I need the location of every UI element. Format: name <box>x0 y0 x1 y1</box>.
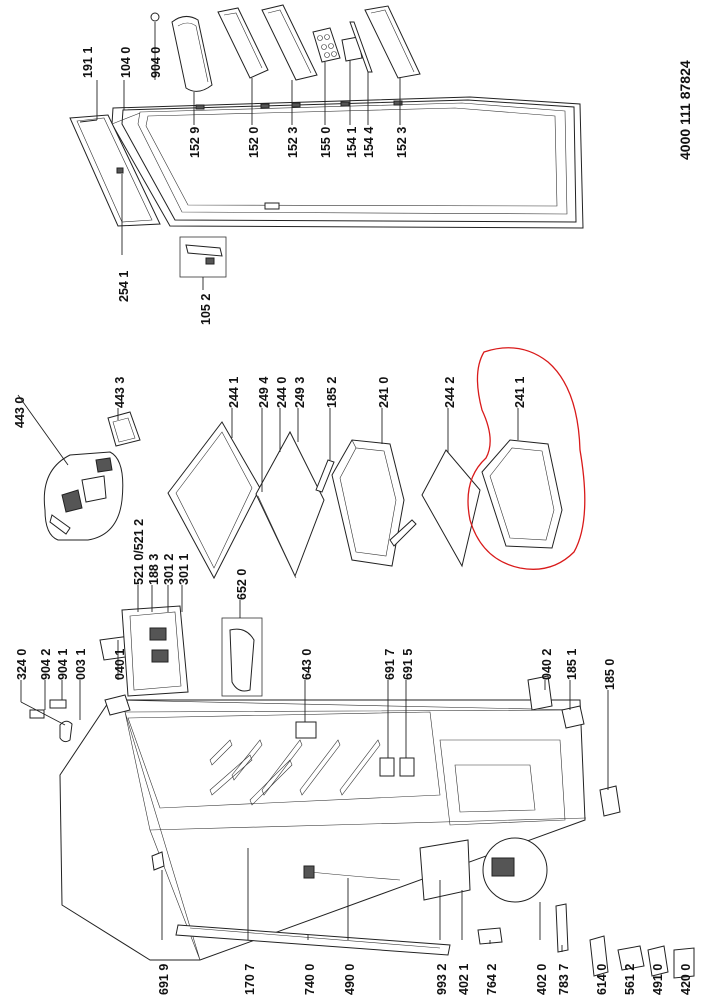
label-643-0: 643 0 <box>300 649 314 680</box>
door-panel-inner <box>121 99 577 223</box>
label-491-0: 491 0 <box>651 964 665 995</box>
label-521-0-521-2: 521 0/521 2 <box>132 519 146 585</box>
label-904-0: 904 0 <box>149 47 163 78</box>
label-185-0: 185 0 <box>603 659 617 690</box>
label-152-9: 152 9 <box>188 127 202 158</box>
label-040-1-a: 040 1 <box>113 649 127 680</box>
label-249-4: 249 4 <box>257 377 271 408</box>
trim-185-2 <box>315 408 335 493</box>
glass-shelf-244-2 <box>421 408 481 568</box>
balcony-152-9 <box>171 16 213 92</box>
label-154-4: 154 4 <box>362 127 376 158</box>
label-740-0: 740 0 <box>303 964 317 995</box>
door-assembly <box>111 96 584 229</box>
part-labels: 191 1 104 0 904 0 152 9 152 0 152 3 155 … <box>13 47 693 995</box>
cabinet-body <box>59 694 587 961</box>
label-241-0: 241 0 <box>377 377 391 408</box>
part-box-652-0 <box>221 600 263 697</box>
label-003-1: 003 1 <box>74 649 88 680</box>
label-691-7: 691 7 <box>383 649 397 680</box>
egg-tray-155-0 <box>312 27 341 63</box>
balcony-152-0 <box>217 7 269 79</box>
hinge-part-105-2 <box>179 236 227 290</box>
label-040-2: 040 2 <box>540 649 554 680</box>
label-185-2: 185 2 <box>325 377 339 408</box>
label-185-1: 185 1 <box>565 649 579 680</box>
label-241-1: 241 1 <box>513 377 527 408</box>
label-402-0: 402 0 <box>535 964 549 995</box>
label-152-3a: 152 3 <box>286 127 300 158</box>
door-trim-part <box>69 114 161 227</box>
label-561-2: 561 2 <box>623 964 637 995</box>
cabinet-top-parts <box>29 605 189 743</box>
label-691-9: 691 9 <box>157 964 171 995</box>
label-993-2: 993 2 <box>435 964 449 995</box>
label-324-0: 324 0 <box>15 649 29 680</box>
label-104-0: 104 0 <box>119 47 133 78</box>
screw-904-0 <box>150 12 160 22</box>
label-614-0: 614 0 <box>595 964 609 995</box>
label-904-1: 904 1 <box>56 649 70 680</box>
label-244-1: 244 1 <box>227 377 241 408</box>
label-691-5: 691 5 <box>401 649 415 680</box>
label-244-0: 244 0 <box>275 377 289 408</box>
label-154-1: 154 1 <box>345 127 359 158</box>
document-number: 4000 111 87824 <box>677 60 693 160</box>
label-402-1: 402 1 <box>457 964 471 995</box>
bracket-154-1 <box>341 36 363 62</box>
control-module-443 <box>17 394 141 541</box>
label-152-3b: 152 3 <box>395 127 409 158</box>
loose-parts-bottom <box>477 675 695 979</box>
label-105-2: 105 2 <box>199 294 213 325</box>
label-764-2: 764 2 <box>485 964 499 995</box>
label-152-0: 152 0 <box>247 127 261 158</box>
label-301-1: 301 1 <box>177 554 191 585</box>
control-knob-443-3 <box>107 411 141 447</box>
balcony-152-3a <box>261 4 318 81</box>
label-301-2: 301 2 <box>162 554 176 585</box>
label-254-1: 254 1 <box>117 271 131 302</box>
label-652-0: 652 0 <box>235 569 249 600</box>
red-highlight-circle <box>467 347 586 570</box>
label-443-0: 443 0 <box>13 397 27 428</box>
label-155-0: 155 0 <box>319 127 333 158</box>
label-244-2: 244 2 <box>443 377 457 408</box>
label-443-3: 443 3 <box>113 377 127 408</box>
drawer-241-0 <box>331 408 417 567</box>
glass-shelf-244-1 <box>167 408 261 580</box>
label-490-0: 490 0 <box>343 964 357 995</box>
label-904-2: 904 2 <box>39 649 53 680</box>
balcony-152-3b <box>364 5 421 79</box>
label-170-7: 170 7 <box>243 964 257 995</box>
label-188-3: 188 3 <box>147 554 161 585</box>
label-249-3: 249 3 <box>293 377 307 408</box>
label-420-0: 420 0 <box>679 964 693 995</box>
drawer-241-1 <box>467 347 586 570</box>
glass-shelf-244-0 <box>255 408 325 579</box>
rod-154-4 <box>349 21 373 73</box>
label-191-1: 191 1 <box>81 47 95 78</box>
label-783-7: 783 7 <box>557 964 571 995</box>
door-balconies <box>150 4 421 92</box>
